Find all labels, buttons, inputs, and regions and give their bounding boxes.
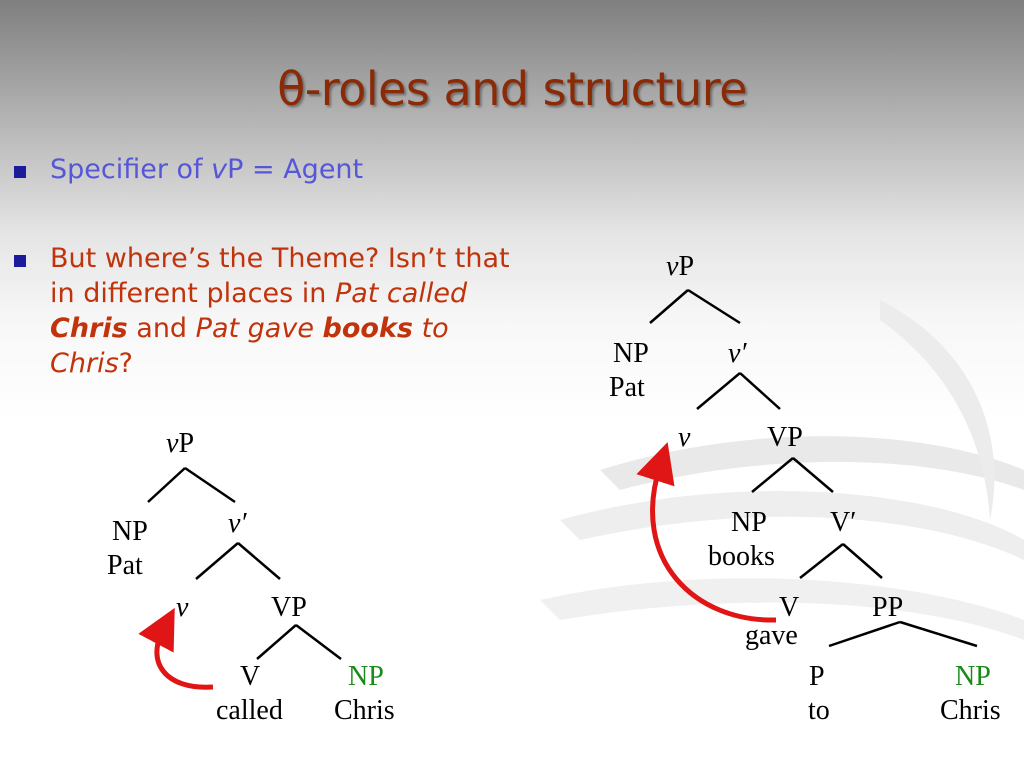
tree-right-np-word: Pat	[609, 372, 645, 403]
slide-title: θ-roles and structure	[277, 62, 747, 116]
bullet-text-italic: to Chris	[50, 313, 449, 379]
tree-branch	[739, 372, 781, 410]
bullet-text: Specifier of	[50, 154, 212, 185]
tree-branch	[687, 288, 741, 325]
bullet-text: and	[127, 313, 196, 344]
bullet-text: But where’s the Theme? Isn’t that in dif…	[50, 243, 510, 309]
tree-right-np2-label: NP	[731, 507, 767, 538]
tree-right-np2-word: books	[708, 541, 775, 572]
tree-branch	[842, 543, 883, 579]
bullet-text-bold-italic: books	[322, 313, 413, 344]
bullet-text: ?	[118, 348, 133, 379]
tree-left: vP NP Pat v′ v VP V called NP Chris	[107, 428, 395, 726]
tree-right-object-word: Chris	[940, 695, 1001, 726]
tree-left-vbar: v′	[228, 508, 247, 539]
tree-right-np-label: NP	[613, 338, 649, 369]
bullet-agent: Specifier of vP = Agent	[50, 152, 363, 187]
tree-right-p-label: P	[809, 661, 825, 692]
tree-right-verb-label: V	[779, 592, 799, 623]
tree-branch	[649, 289, 689, 324]
bullet-text-italic: Pat gave	[195, 313, 314, 344]
bullet-marker	[14, 166, 26, 178]
tree-right-p-word: to	[808, 695, 830, 726]
tree-left-object-label: NP	[348, 661, 384, 692]
tree-right-v: v	[678, 422, 691, 453]
tree-right-object-label: NP	[955, 661, 991, 692]
tree-left-verb-label: V	[240, 661, 260, 692]
tree-branch	[295, 624, 342, 660]
bullet-text-bold-italic: Chris	[50, 313, 128, 344]
tree-left-root: vP	[166, 428, 194, 459]
tree-branch	[751, 457, 794, 493]
tree-branch	[195, 542, 239, 580]
tree-left-vp: VP	[271, 592, 307, 623]
tree-left-verb-word: called	[216, 695, 283, 726]
movement-arrow-left	[138, 607, 214, 690]
bullet-text: P = Agent	[227, 154, 364, 185]
tree-right-vbar: v′	[728, 338, 747, 369]
tree-left-np-label: NP	[112, 516, 148, 547]
tree-right-root: vP	[666, 251, 694, 282]
tree-right-vbar2: V′	[830, 507, 856, 538]
tree-right: vP NP Pat v′ v VP NP books V′ V gave PP …	[609, 251, 1001, 726]
tree-branch	[792, 457, 834, 493]
tree-branch	[237, 542, 281, 580]
tree-branch	[828, 620, 901, 648]
tree-branch	[696, 372, 741, 410]
tree-branch	[899, 620, 978, 648]
bullet-text-italic: v	[211, 154, 228, 185]
tree-left-np-word: Pat	[107, 550, 143, 581]
movement-arrow-right	[636, 442, 777, 623]
tree-left-v: v	[176, 592, 189, 623]
tree-branch	[147, 467, 186, 503]
tree-right-verb-word: gave	[745, 620, 798, 651]
tree-right-pp: PP	[872, 592, 903, 623]
bullet-marker	[14, 255, 26, 267]
bullet-text-italic: Pat called	[334, 278, 468, 309]
tree-branch	[184, 466, 236, 504]
tree-right-vp: VP	[767, 422, 803, 453]
tree-branch	[799, 543, 844, 579]
tree-left-object-word: Chris	[334, 695, 395, 726]
bullet-theme-question: But where’s the Theme? Isn’t that in dif…	[50, 241, 540, 381]
tree-branch	[256, 624, 297, 660]
